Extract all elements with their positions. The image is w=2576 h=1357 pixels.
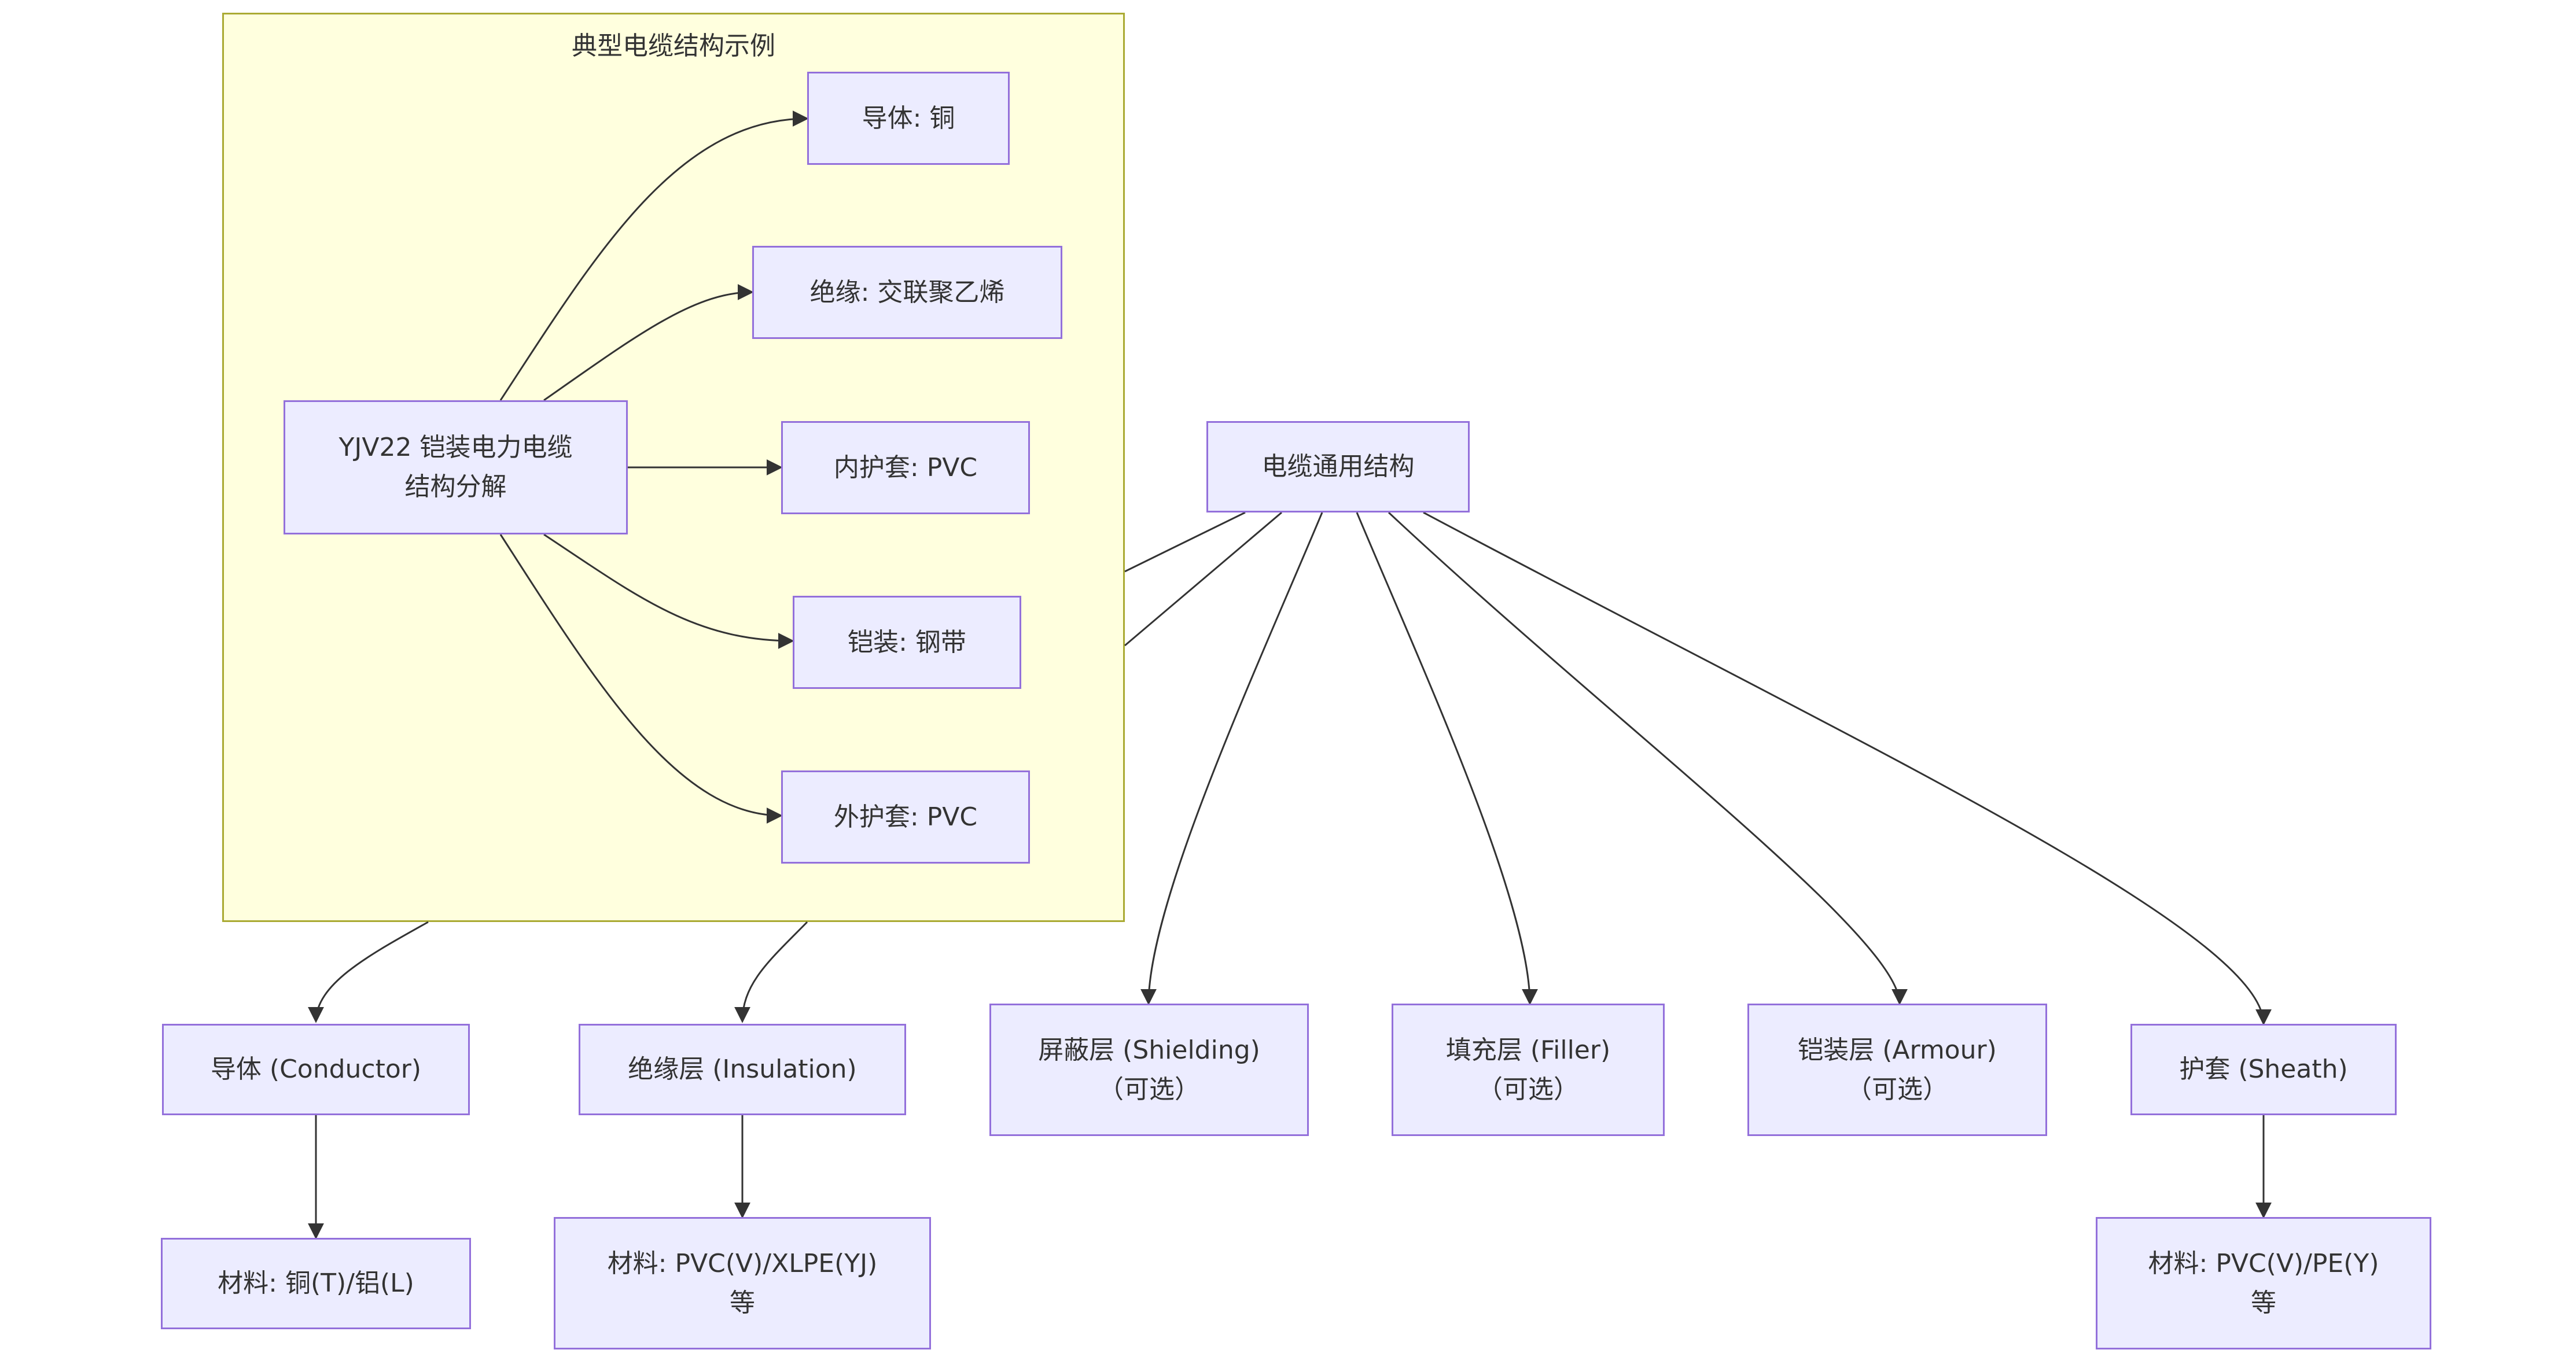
node-example-armour: 铠装: 钢带 (793, 596, 1021, 689)
node-general-structure: 电缆通用结构 (1206, 421, 1470, 512)
node-yjv22-cable: YJV22 铠装电力电缆 结构分解 (284, 400, 628, 534)
node-conductor-material: 材料: 铜(T)/铝(L) (161, 1238, 471, 1329)
edge-general-to-filler (1356, 512, 1538, 1005)
node-filler: 填充层 (Filler) （可选） (1392, 1004, 1665, 1136)
node-shielding: 屏蔽层 (Shielding) （可选） (989, 1004, 1309, 1136)
edge-cluster-to-insulation (734, 921, 808, 1023)
edge-yjv22-to-armour (543, 533, 794, 649)
edge-yjv22-to-outer-sheath (499, 534, 783, 824)
node-example-outer-sheath: 外护套: PVC (781, 770, 1030, 864)
edge-general-to-sheath (1423, 511, 2272, 1026)
edge-general-to-cluster-lower (1124, 511, 1282, 647)
edge-general-to-shielding (1140, 512, 1323, 1005)
node-sheath: 护套 (Sheath) (2130, 1024, 2397, 1115)
node-example-inner-sheath: 内护套: PVC (781, 421, 1030, 514)
edge-general-to-cluster-upper (1124, 511, 1246, 573)
node-armour: 铠装层 (Armour) （可选） (1747, 1004, 2047, 1136)
node-insulation-material: 材料: PVC(V)/XLPE(YJ) 等 (554, 1217, 931, 1349)
node-conductor: 导体 (Conductor) (162, 1024, 470, 1115)
node-example-conductor: 导体: 铜 (807, 72, 1010, 165)
node-insulation: 绝缘层 (Insulation) (579, 1024, 906, 1115)
node-example-insulation: 绝缘: 交联聚乙烯 (752, 246, 1062, 339)
edge-general-to-armour (1388, 511, 1908, 1005)
node-sheath-material: 材料: PVC(V)/PE(Y) 等 (2096, 1217, 2431, 1349)
edge-cluster-to-conductor (308, 921, 429, 1023)
edge-yjv22-to-conductor (499, 110, 809, 401)
edge-yjv22-to-insulation (543, 284, 754, 401)
example-cluster-title: 典型电缆结构示例 (572, 31, 775, 61)
